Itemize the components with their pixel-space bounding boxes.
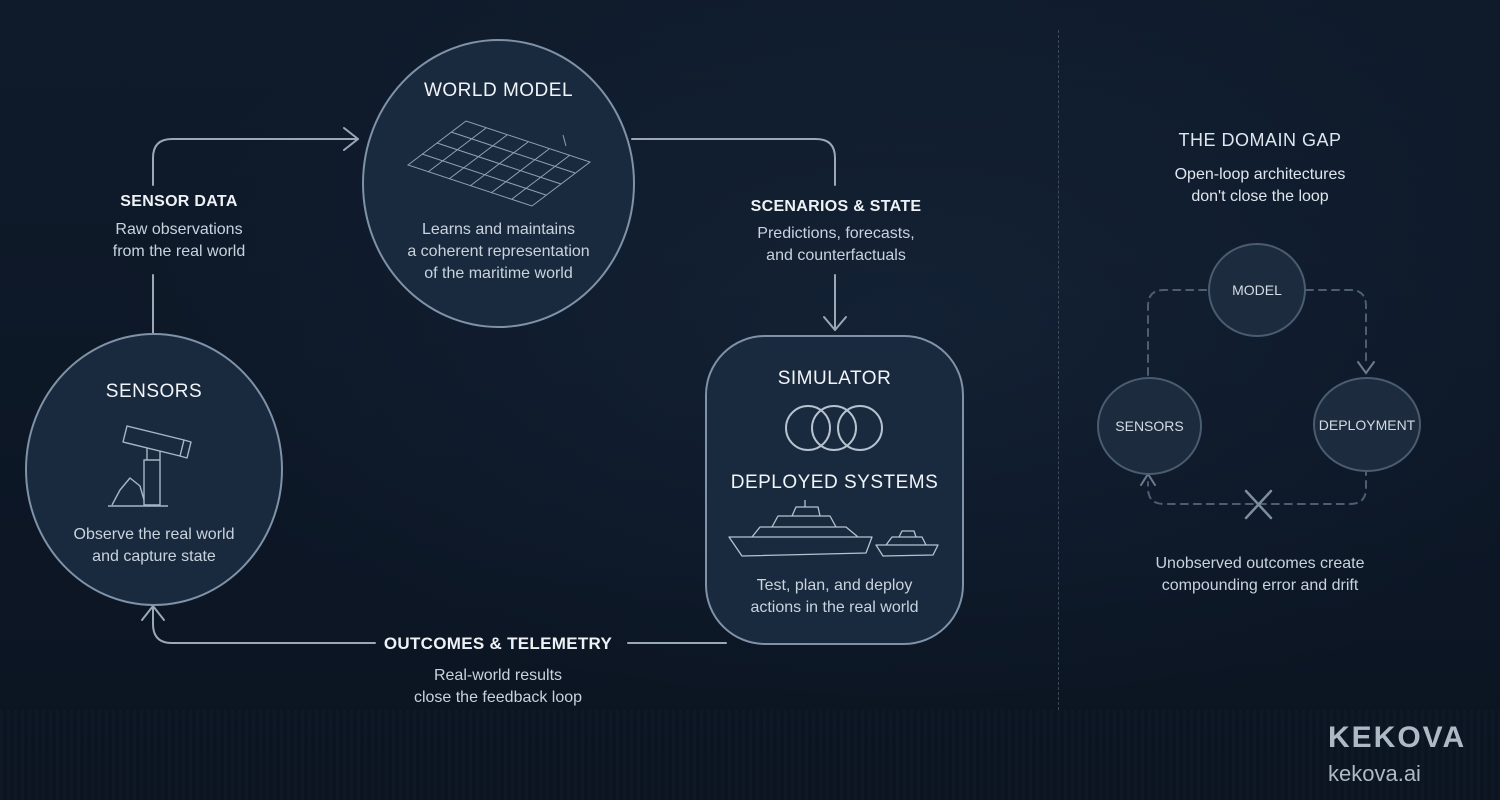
outcomes-label: OUTCOMES & TELEMETRY: [383, 634, 613, 653]
gap-deployment-label: DEPLOYMENT: [1318, 417, 1416, 433]
deployed-systems-title: DEPLOYED SYSTEMS: [730, 472, 939, 493]
background-texture: [0, 710, 1500, 800]
sensors-description: Observe the real world and capture state: [73, 526, 235, 565]
scenarios-description: Predictions, forecasts, and counterfactu…: [757, 225, 915, 264]
simulator-description: Test, plan, and deploy actions in the re…: [750, 577, 919, 616]
simulator-title: SIMULATOR: [777, 368, 892, 389]
sensor-data-description: Raw observations from the real world: [112, 221, 246, 260]
sensors-node[interactable]: [25, 333, 283, 606]
world-model-description: Learns and maintains a coherent represen…: [407, 221, 590, 282]
simulator-node[interactable]: [705, 335, 964, 645]
world-model-node[interactable]: [362, 39, 635, 328]
gap-model-label: MODEL: [1232, 282, 1282, 298]
dashed-model-to-deployment: [1305, 289, 1367, 367]
section-divider: [1058, 30, 1059, 710]
connector-scenarios: [631, 138, 836, 331]
sensor-data-label: SENSOR DATA: [120, 193, 238, 210]
arrowhead-deployment: [1357, 361, 1375, 375]
outcomes-description: Real-world results close the feedback lo…: [413, 667, 583, 706]
domain-gap-caption: Unobserved outcomes create compounding e…: [1155, 555, 1365, 594]
domain-gap-subtitle: Open-loop architectures don't close the …: [1174, 166, 1346, 205]
arrowhead-sensors: [141, 605, 165, 621]
gap-model-node[interactable]: [1208, 243, 1306, 337]
brand-url[interactable]: kekova.ai: [1328, 761, 1421, 786]
dashed-deployment-to-sensors: [1147, 467, 1367, 505]
world-model-title: WORLD MODEL: [423, 80, 574, 101]
connector-outcomes: [152, 605, 727, 644]
domain-gap-title: THE DOMAIN GAP: [1178, 130, 1342, 150]
brand-logo: KEKOVA: [1328, 721, 1467, 754]
arrowhead-world-model: [343, 127, 359, 151]
gap-deployment-node[interactable]: [1313, 377, 1421, 472]
dashed-sensors-to-model: [1147, 289, 1209, 389]
sensors-title: SENSORS: [105, 381, 203, 402]
connector-sensor-data: [152, 138, 359, 334]
arrowhead-simulator: [823, 316, 847, 331]
gap-sensors-label: SENSORS: [1115, 418, 1184, 434]
x-mark-icon: [1244, 489, 1273, 520]
gap-sensors-node[interactable]: [1097, 377, 1202, 475]
scenarios-label: SCENARIOS & STATE: [750, 198, 922, 215]
